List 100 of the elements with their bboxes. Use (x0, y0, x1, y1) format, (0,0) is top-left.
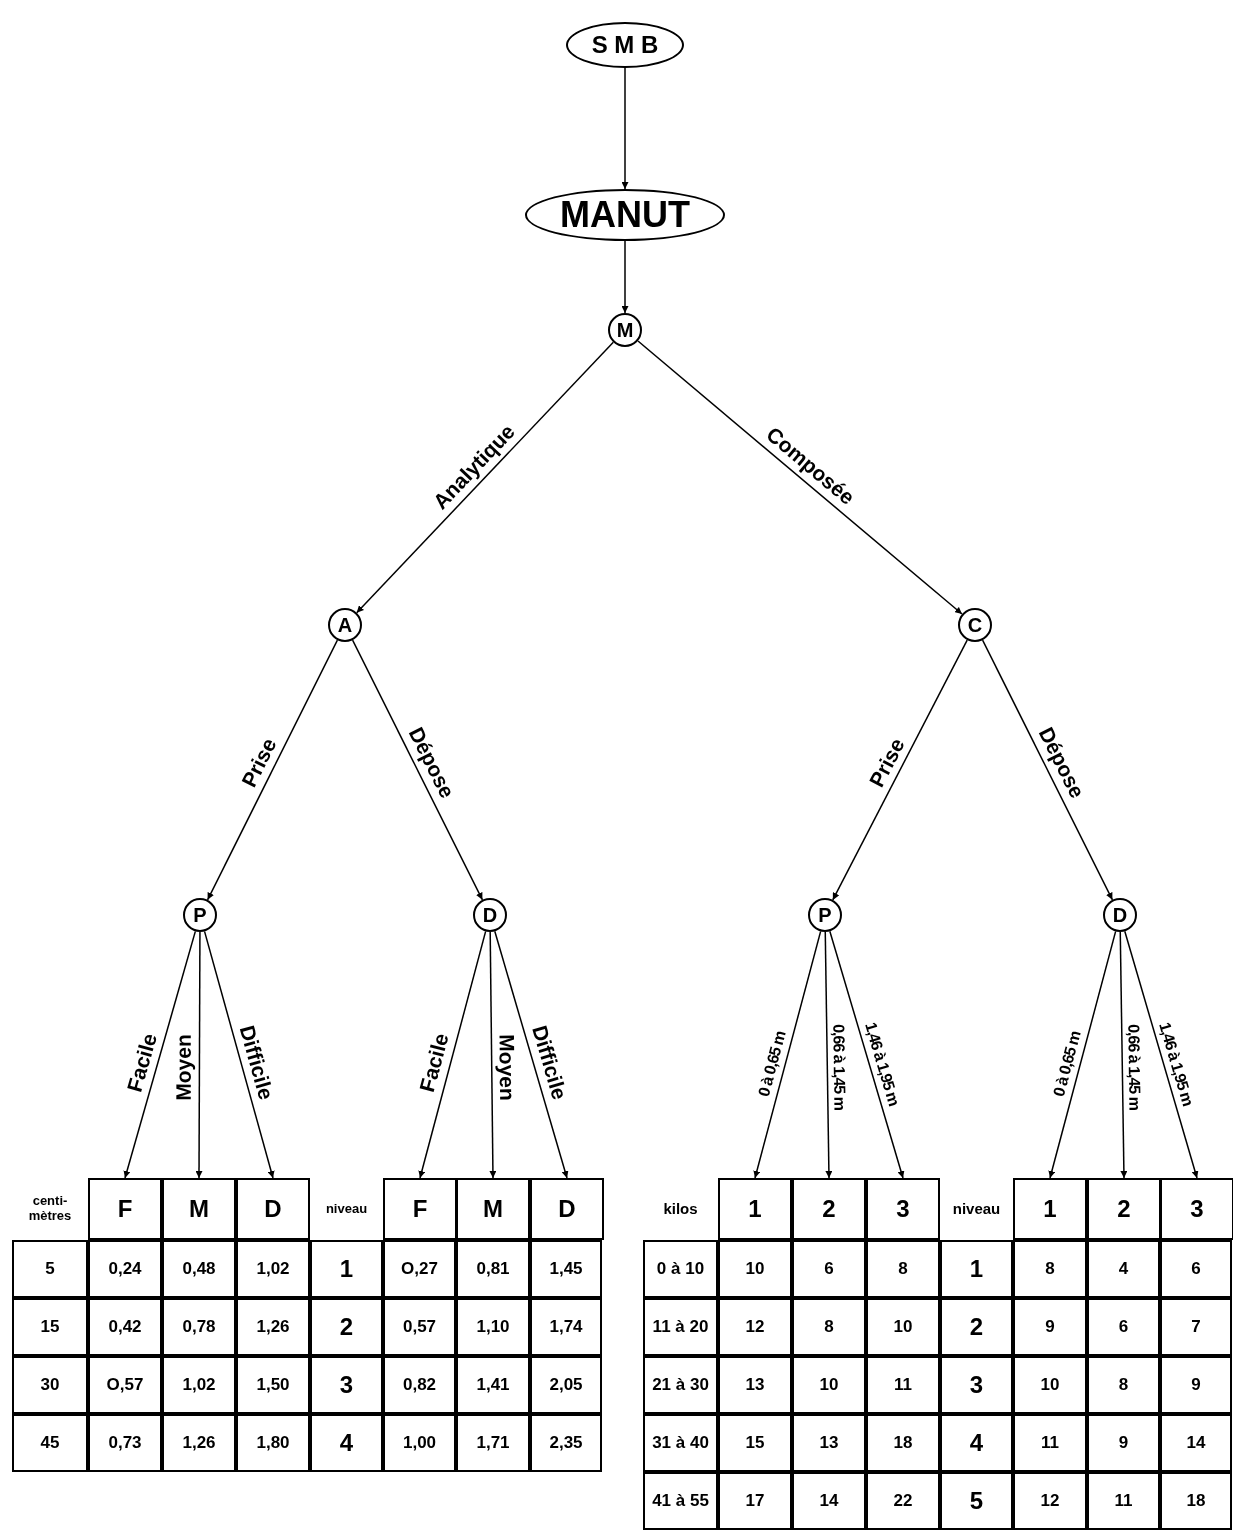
table-cell: 1,26 (162, 1414, 236, 1472)
header-cell: 3 (866, 1178, 940, 1240)
arrow (621, 240, 629, 314)
arrow (1048, 930, 1117, 1179)
table-cell: 21 à 30 (643, 1356, 718, 1414)
header-cell: M (162, 1178, 236, 1240)
table-cell: 9 (1087, 1414, 1160, 1472)
ellipse-node: S M B (566, 22, 684, 68)
header-cell: 1 (718, 1178, 792, 1240)
table-cell: 9 (1013, 1298, 1087, 1356)
table-cell: 11 (1087, 1472, 1160, 1530)
table-cell: 1 (940, 1240, 1013, 1298)
table-cell: 1,02 (162, 1356, 236, 1414)
edge-label: Facile (416, 1031, 452, 1095)
arrow (195, 931, 203, 1179)
arrow (753, 930, 822, 1179)
table-cell: O,57 (88, 1356, 162, 1414)
table-cell: 13 (718, 1356, 792, 1414)
table-cell: 0,82 (383, 1356, 456, 1414)
edge-label: 0 à 0,65 m (1051, 1029, 1084, 1099)
table-cell: 1,10 (456, 1298, 530, 1356)
arrow (203, 930, 275, 1179)
header-cell: 3 (1160, 1178, 1233, 1240)
arrow (1124, 930, 1199, 1179)
table-cell: 1,71 (456, 1414, 530, 1472)
table-cell: 4 (310, 1414, 383, 1472)
circle-node: C (958, 608, 992, 642)
arrow (355, 341, 615, 614)
table-cell: 4 (1087, 1240, 1160, 1298)
table-cell: 14 (1160, 1414, 1232, 1472)
circle-node: D (1103, 898, 1137, 932)
table-cell: 3 (940, 1356, 1013, 1414)
table-cell: 17 (718, 1472, 792, 1530)
table-cell: 6 (1087, 1298, 1160, 1356)
column-header: niveau (324, 1199, 369, 1218)
table-cell: 0,48 (162, 1240, 236, 1298)
arrow (489, 931, 497, 1179)
arrow (351, 639, 484, 901)
table-cell: 0 à 10 (643, 1240, 718, 1298)
arrow (832, 639, 968, 901)
table-cell: 3 (310, 1356, 383, 1414)
table-cell: 0,42 (88, 1298, 162, 1356)
table-cell: 4 (940, 1414, 1013, 1472)
table-cell: 8 (866, 1240, 940, 1298)
table-cell: 0,57 (383, 1298, 456, 1356)
table-cell: 41 à 55 (643, 1472, 718, 1530)
column-header: centi- mètres (27, 1192, 73, 1225)
table-cell: 1,41 (456, 1356, 530, 1414)
table-cell: 15 (12, 1298, 88, 1356)
arrow (206, 639, 339, 901)
table-cell: 2 (940, 1298, 1013, 1356)
table-cell: 1 (310, 1240, 383, 1298)
header-cell: F (88, 1178, 162, 1240)
arrow (621, 67, 629, 190)
table-cell: 12 (1013, 1472, 1087, 1530)
edge-label: 0,66 à 1,45 m (1125, 1024, 1143, 1111)
edge-label: 1,46 à 1,95 m (1156, 1020, 1196, 1107)
arrow (418, 930, 487, 1179)
circle-node: P (183, 898, 217, 932)
table-cell: 11 (866, 1356, 940, 1414)
column-header: kilos (662, 1199, 699, 1220)
table-cell: 7 (1160, 1298, 1232, 1356)
edge-label: Difficile (237, 1023, 278, 1103)
table-cell: 13 (792, 1414, 866, 1472)
table-cell: 0,81 (456, 1240, 530, 1298)
table-cell: 1,02 (236, 1240, 310, 1298)
table-cell: 31 à 40 (643, 1414, 718, 1472)
arrow (1119, 931, 1128, 1179)
edge-label: 0 à 0,65 m (756, 1029, 789, 1099)
arrow (637, 340, 963, 615)
table-cell: O,27 (383, 1240, 456, 1298)
table-cell: 1,74 (530, 1298, 602, 1356)
table-cell: 12 (718, 1298, 792, 1356)
edge-label: Prise (865, 735, 908, 791)
table-cell: 30 (12, 1356, 88, 1414)
table-cell: 8 (1013, 1240, 1087, 1298)
table-cell: 6 (792, 1240, 866, 1298)
header-cell: D (236, 1178, 310, 1240)
table-cell: 10 (718, 1240, 792, 1298)
table-cell: 14 (792, 1472, 866, 1530)
table-cell: 8 (1087, 1356, 1160, 1414)
edge-label: Moyen (496, 1033, 519, 1101)
table-cell: 15 (718, 1414, 792, 1472)
table-cell: 1,80 (236, 1414, 310, 1472)
header-cell: D (530, 1178, 604, 1240)
edge-label: Facile (123, 1031, 160, 1095)
table-cell: 10 (792, 1356, 866, 1414)
table-cell: 2,05 (530, 1356, 602, 1414)
edge-label: Prise (237, 735, 280, 791)
table-cell: 5 (940, 1472, 1013, 1530)
arrow (824, 931, 833, 1179)
edge-label: 0,66 à 1,45 m (830, 1024, 848, 1111)
table-cell: 8 (792, 1298, 866, 1356)
circle-node: P (808, 898, 842, 932)
table-cell: 9 (1160, 1356, 1232, 1414)
table-cell: 2 (310, 1298, 383, 1356)
table-cell: 45 (12, 1414, 88, 1472)
arrow (981, 639, 1114, 901)
table-cell: 0,73 (88, 1414, 162, 1472)
table-cell: 0,78 (162, 1298, 236, 1356)
